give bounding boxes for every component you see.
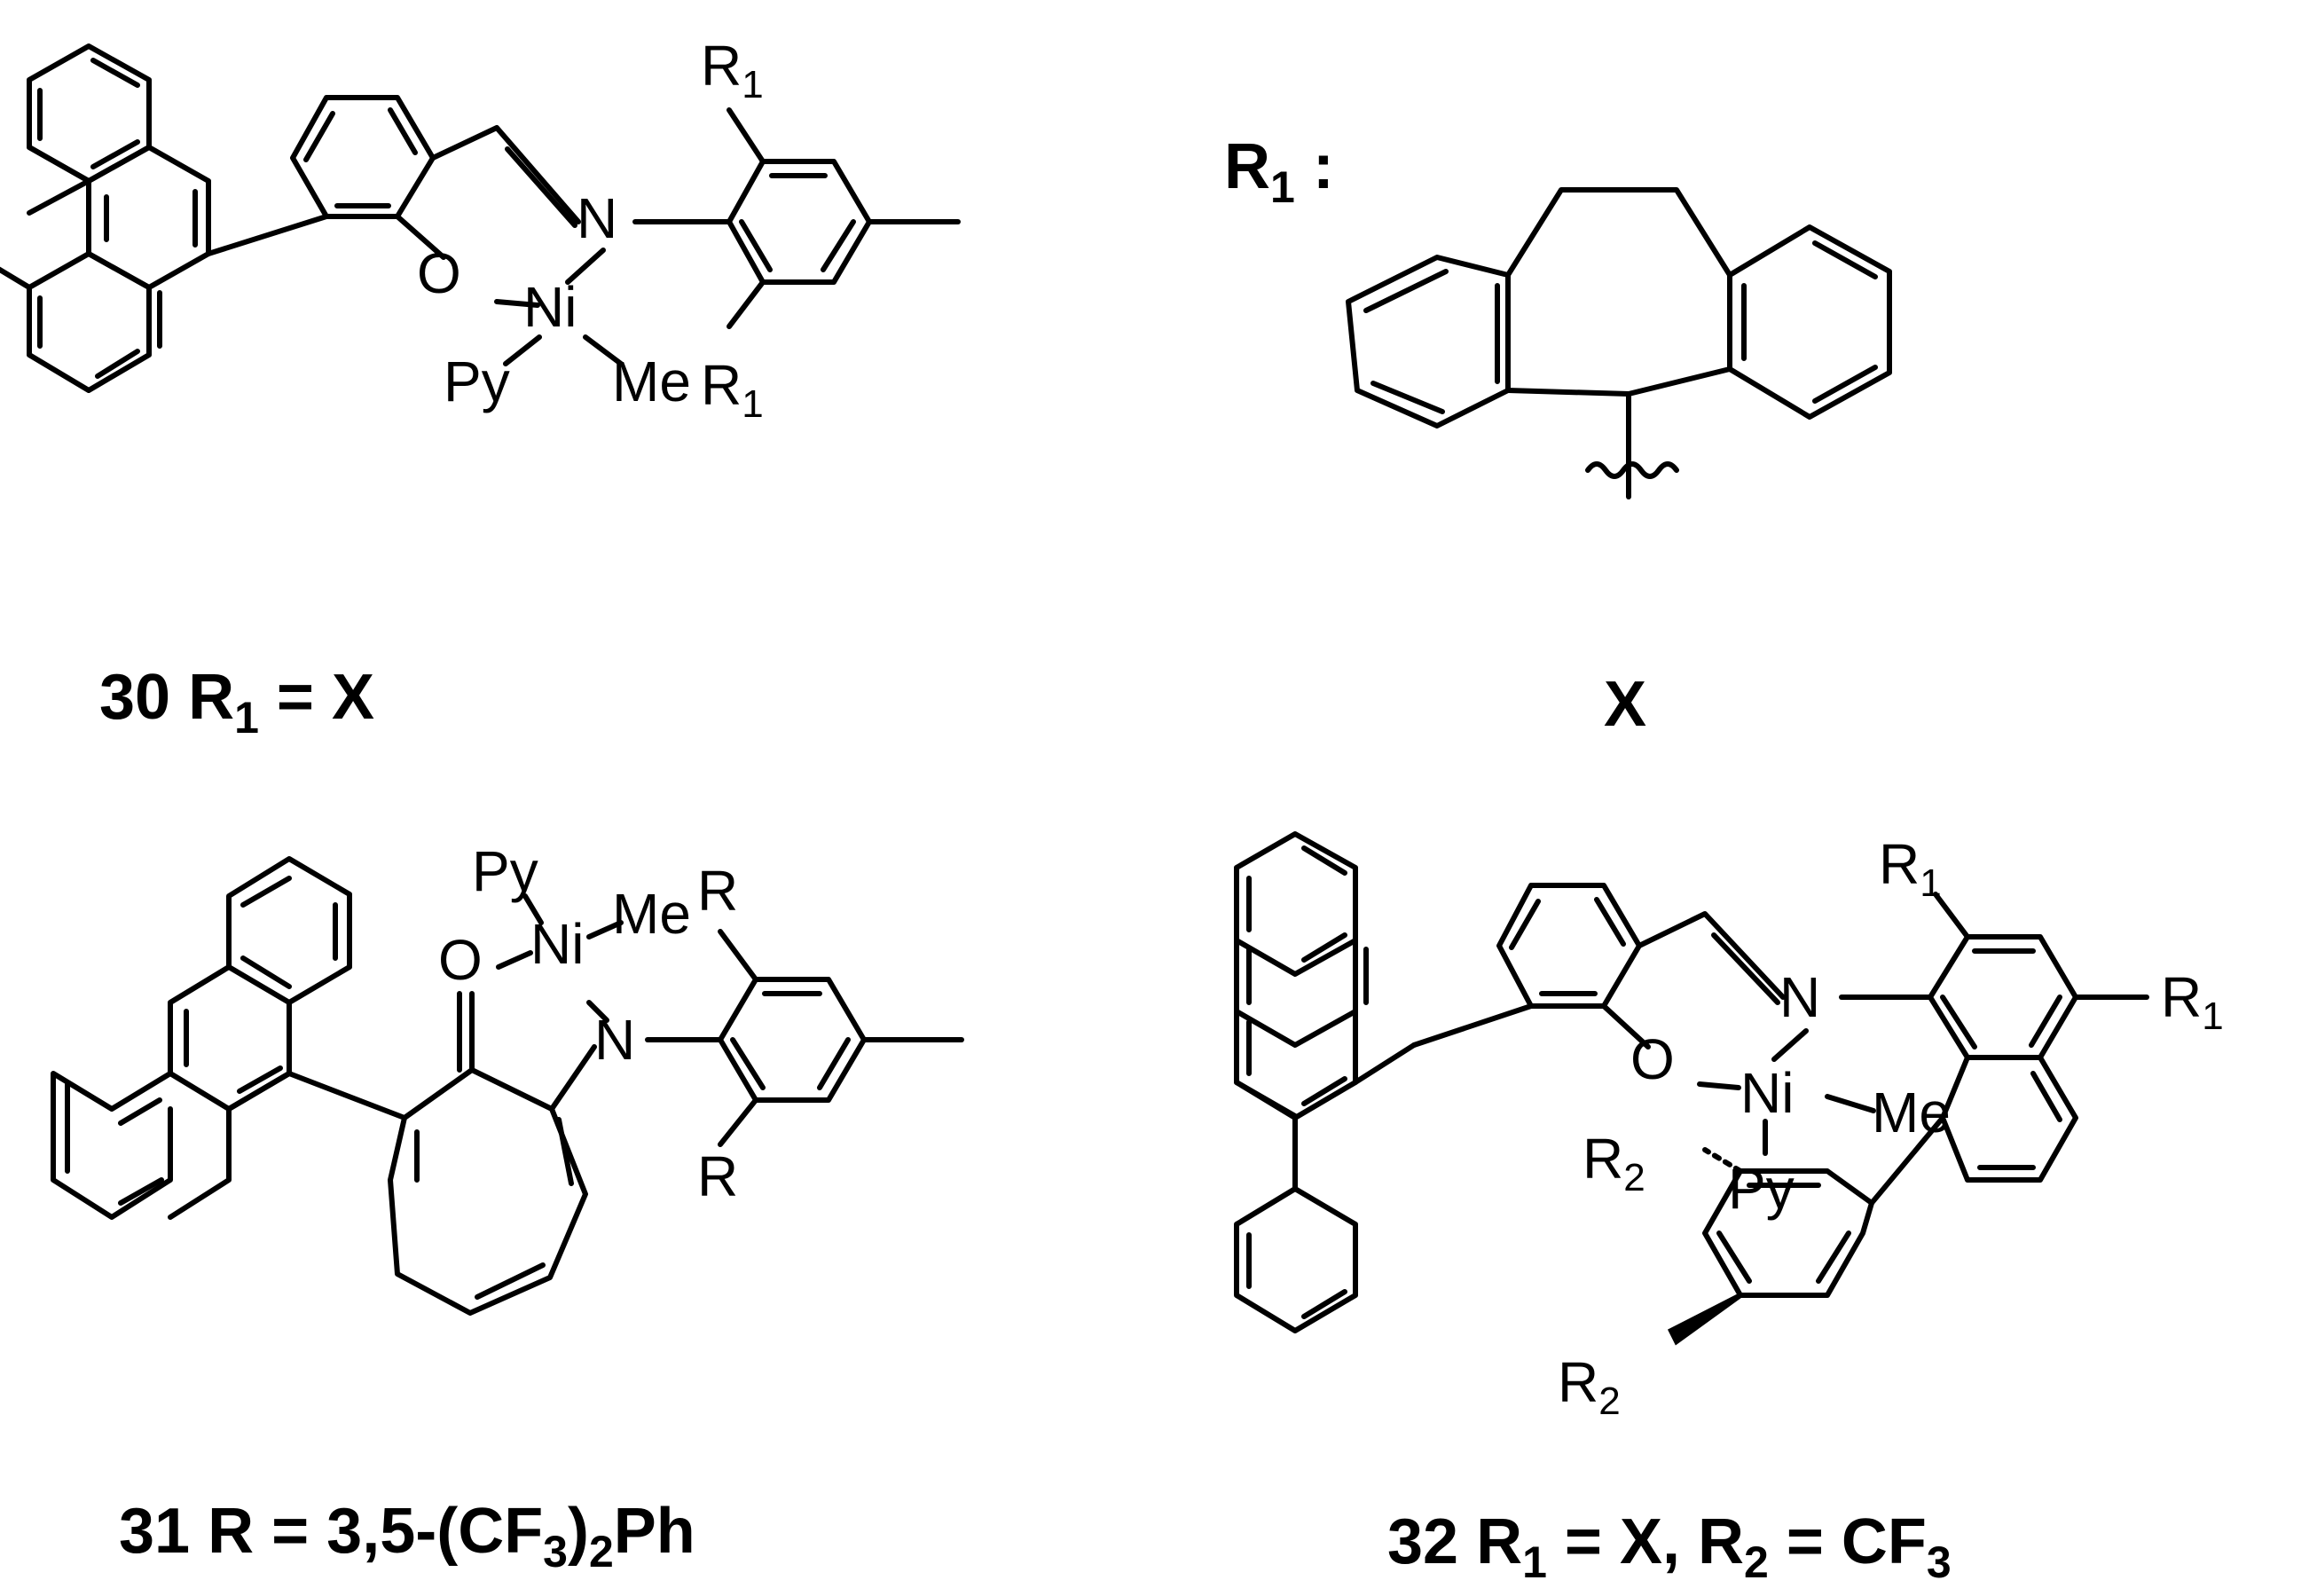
atom-nitrogen: N [1779, 965, 1820, 1029]
x-label: X [1604, 669, 1646, 740]
atom-r1-top: R1 [701, 34, 764, 106]
atom-methyl: Me [612, 350, 691, 413]
atom-nitrogen: N [577, 186, 617, 250]
atom-r2-top: R2 [1583, 1127, 1645, 1199]
atom-r-bottom: R [697, 1144, 738, 1208]
substituent-x-structure [1346, 187, 1892, 499]
atom-methyl: Me [1872, 1081, 1951, 1144]
atom-methyl: Me [612, 882, 691, 946]
atom-r2-bottom: R2 [1558, 1350, 1621, 1423]
atom-pyridine: Py [444, 350, 510, 413]
x-header: R1 : [1224, 131, 1334, 212]
compound-30-structure: O Ni N Py Me R1 R1 [0, 34, 961, 426]
atom-r-top: R [697, 859, 738, 923]
atom-nickel: Ni [1740, 1061, 1794, 1125]
atom-r1-bottom: R1 [701, 353, 764, 426]
atom-pyridine: Py [472, 839, 538, 903]
compound-31-label: 31 R = 3,5-(CF3)2Ph [119, 1496, 695, 1576]
compound-31-structure: O Ni N Py Me R R [51, 839, 964, 1316]
compound-30-label: 30 R1 = X [99, 662, 374, 743]
atom-nickel: Ni [530, 912, 584, 976]
compound-32-structure: O Ni N Py Me R1 R1 R2 R2 [1234, 831, 2224, 1423]
atom-pyridine: Py [1728, 1157, 1795, 1221]
compound-32-label: 32 R1 = X, R2 = CF3 [1387, 1506, 1952, 1587]
atom-oxygen: O [438, 928, 483, 992]
atom-oxygen: O [417, 241, 461, 305]
atom-r1-top: R1 [1879, 832, 1942, 905]
atom-r1-right: R1 [2161, 965, 2224, 1038]
atom-nitrogen: N [594, 1008, 635, 1072]
atom-nickel: Ni [523, 275, 577, 339]
atom-oxygen: O [1630, 1027, 1675, 1091]
